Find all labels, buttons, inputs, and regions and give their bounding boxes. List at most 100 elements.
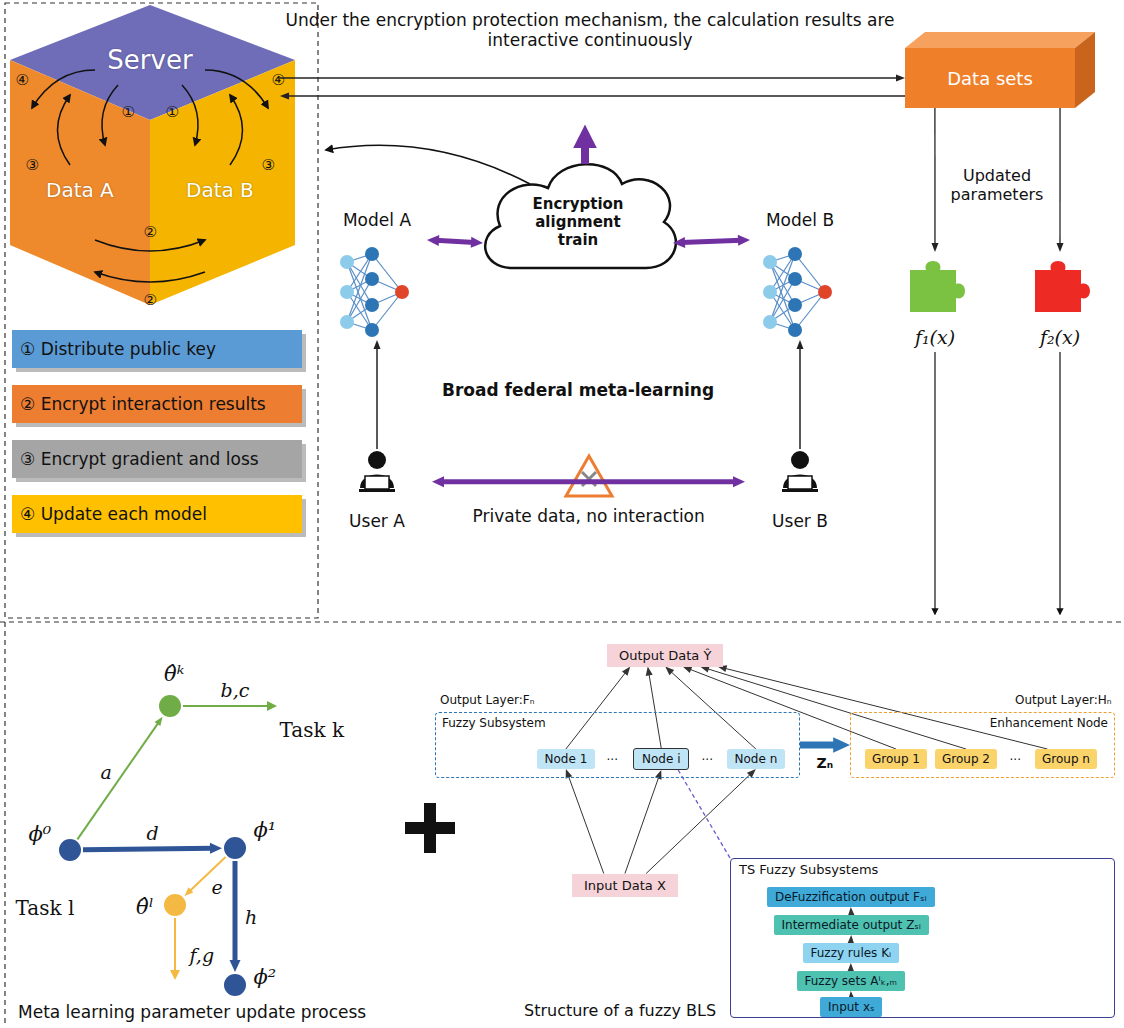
connector	[83, 843, 222, 854]
arrowhead	[896, 75, 905, 82]
arrowhead	[797, 340, 804, 349]
task-arrow	[183, 705, 275, 707]
node-text: Data A	[46, 178, 114, 202]
annotation: ②	[144, 223, 157, 241]
node-text: Group 2	[942, 752, 990, 766]
node-text: Node i	[642, 752, 680, 766]
connector	[678, 770, 730, 858]
model-icon: Model B	[750, 210, 850, 340]
warning-sign	[566, 456, 612, 496]
annotation: Updated parameters	[949, 166, 1045, 204]
node-text: Model B	[766, 210, 834, 230]
connector-line	[1059, 108, 1060, 246]
server-cube	[10, 5, 295, 305]
arrowhead	[622, 667, 630, 676]
group-node: Group n	[1035, 749, 1097, 769]
annotation: Under the encryption protection mechanis…	[280, 10, 900, 50]
node-text: Intermediate output Zₛᵢ	[782, 918, 921, 932]
arrowhead	[210, 843, 222, 854]
arrowhead	[230, 960, 241, 972]
puzzle-piece: f₁(x)	[895, 252, 975, 348]
connector-line	[670, 671, 756, 749]
legend-text: ② Encrypt interaction results	[12, 385, 302, 423]
connector-line	[286, 95, 905, 97]
connector	[566, 667, 630, 750]
node-text: User B	[772, 511, 828, 531]
network-icon	[763, 247, 832, 337]
node-text: Output Data Ŷ	[619, 648, 711, 663]
connector-line	[706, 668, 966, 749]
connector-line	[440, 479, 736, 484]
connector	[427, 235, 483, 248]
node-text: Group 1	[872, 752, 920, 766]
legend-text: ① Distribute public key	[12, 330, 302, 368]
edge-label: h	[243, 906, 259, 928]
connector-line	[566, 671, 627, 749]
node-text: Enhancement Node	[857, 716, 1108, 730]
arrowhead	[673, 237, 685, 248]
panel-border	[5, 3, 318, 618]
connector-line	[568, 775, 604, 874]
connector	[665, 667, 756, 750]
connector-line	[724, 668, 1048, 749]
annotation: ③	[26, 156, 39, 174]
annotation: Broad federal meta-learning	[442, 380, 714, 400]
cloud-outline	[485, 164, 676, 268]
puzzle-piece	[910, 261, 965, 312]
fuzzy-node: Node n	[727, 749, 786, 769]
connector-line	[649, 673, 661, 748]
edge-label: Zₙ	[815, 755, 836, 771]
connector	[673, 235, 750, 248]
ts-box: TS Fuzzy SubsystemsDeFuzzification outpu…	[730, 858, 1115, 1018]
annotation: b,c	[221, 679, 250, 701]
connector	[374, 340, 381, 449]
annotation: ...	[607, 749, 618, 763]
edge-label: d	[145, 822, 161, 844]
ts-layer: DeFuzzification output Fₛᵢ	[767, 887, 935, 907]
separator	[4, 622, 5, 1024]
group-node: Group 1	[865, 749, 927, 769]
connector	[700, 666, 966, 749]
arrowhead	[665, 667, 674, 676]
annotation: ①	[122, 103, 135, 121]
node-text: Data B	[186, 178, 254, 202]
connector	[931, 108, 938, 252]
data-sets-3d	[905, 32, 1095, 108]
node-text: DeFuzzification output Fₛᵢ	[775, 890, 927, 904]
connector	[800, 737, 850, 752]
legend-item: ② Encrypt interaction results	[12, 385, 302, 423]
node-text: θ̂ˡ	[136, 895, 154, 919]
node-text: TS Fuzzy Subsystems	[739, 862, 1106, 877]
user-icon: User A	[322, 449, 432, 531]
legend-item: ④ Update each model	[12, 495, 302, 533]
annotation: f,g	[190, 944, 215, 966]
connector-line	[233, 861, 238, 964]
edge-label: Private data, no interaction	[471, 506, 707, 526]
arrowhead	[738, 235, 750, 246]
connector	[230, 861, 241, 972]
node-text: f₁(x)	[915, 326, 955, 348]
arrowhead	[432, 476, 444, 487]
connector	[432, 476, 745, 487]
fuzzy-node: Node i	[633, 748, 689, 770]
node-text: ϕ¹	[254, 818, 277, 842]
node-text: ϕ⁰	[29, 822, 52, 846]
connector-line	[689, 669, 896, 749]
arrowhead	[646, 667, 653, 676]
data-sets-box: Data sets	[905, 48, 1075, 108]
ts-layer: Fuzzy sets Aⁱₖ,ₘ	[797, 971, 906, 991]
ts-layer: Intermediate output Zₛᵢ	[774, 915, 929, 935]
annotation: Task l	[16, 896, 75, 920]
node-text: Fuzzy sets Aⁱₖ,ₘ	[805, 974, 898, 988]
connector	[1057, 108, 1064, 252]
edge-label: e	[210, 876, 225, 898]
cube-face-label: Data B	[186, 178, 254, 202]
annotation: ①	[166, 103, 179, 121]
legend-text: ④ Update each model	[12, 495, 302, 533]
annotation: ③	[262, 156, 275, 174]
edge-label: a	[99, 761, 114, 783]
connector-line	[625, 776, 659, 874]
node-text: Group n	[1042, 752, 1090, 766]
arrowhead	[184, 887, 193, 896]
connector-line	[799, 346, 801, 449]
